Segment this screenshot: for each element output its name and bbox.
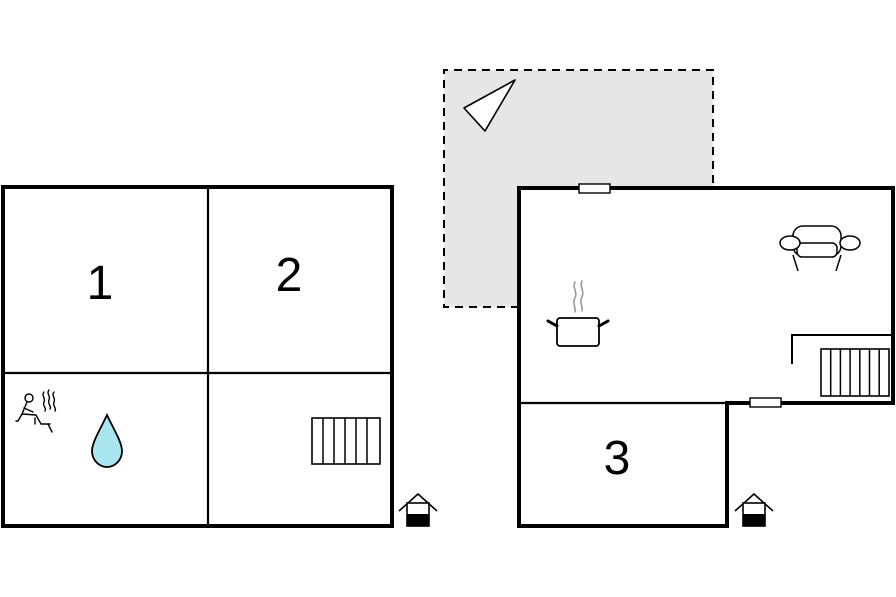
- room-label-3: 3: [604, 432, 631, 485]
- water-drop-icon: [91, 412, 123, 468]
- window-icon: [578, 183, 611, 194]
- left-building: [1, 185, 394, 528]
- compass-icon: [463, 79, 516, 132]
- radiator-icon: [311, 417, 381, 465]
- stairs-icon: [791, 334, 893, 397]
- sofa-icon: [779, 225, 861, 272]
- entrance-icon: [734, 492, 774, 527]
- sauna-icon: [15, 389, 57, 433]
- room-label-2: 2: [276, 249, 303, 302]
- terrace-area: [443, 69, 714, 308]
- right-building: [517, 186, 895, 528]
- room-label-1: 1: [87, 257, 114, 310]
- stove-pot-icon: [546, 280, 610, 347]
- entrance-icon: [398, 492, 438, 527]
- window-icon: [749, 397, 782, 408]
